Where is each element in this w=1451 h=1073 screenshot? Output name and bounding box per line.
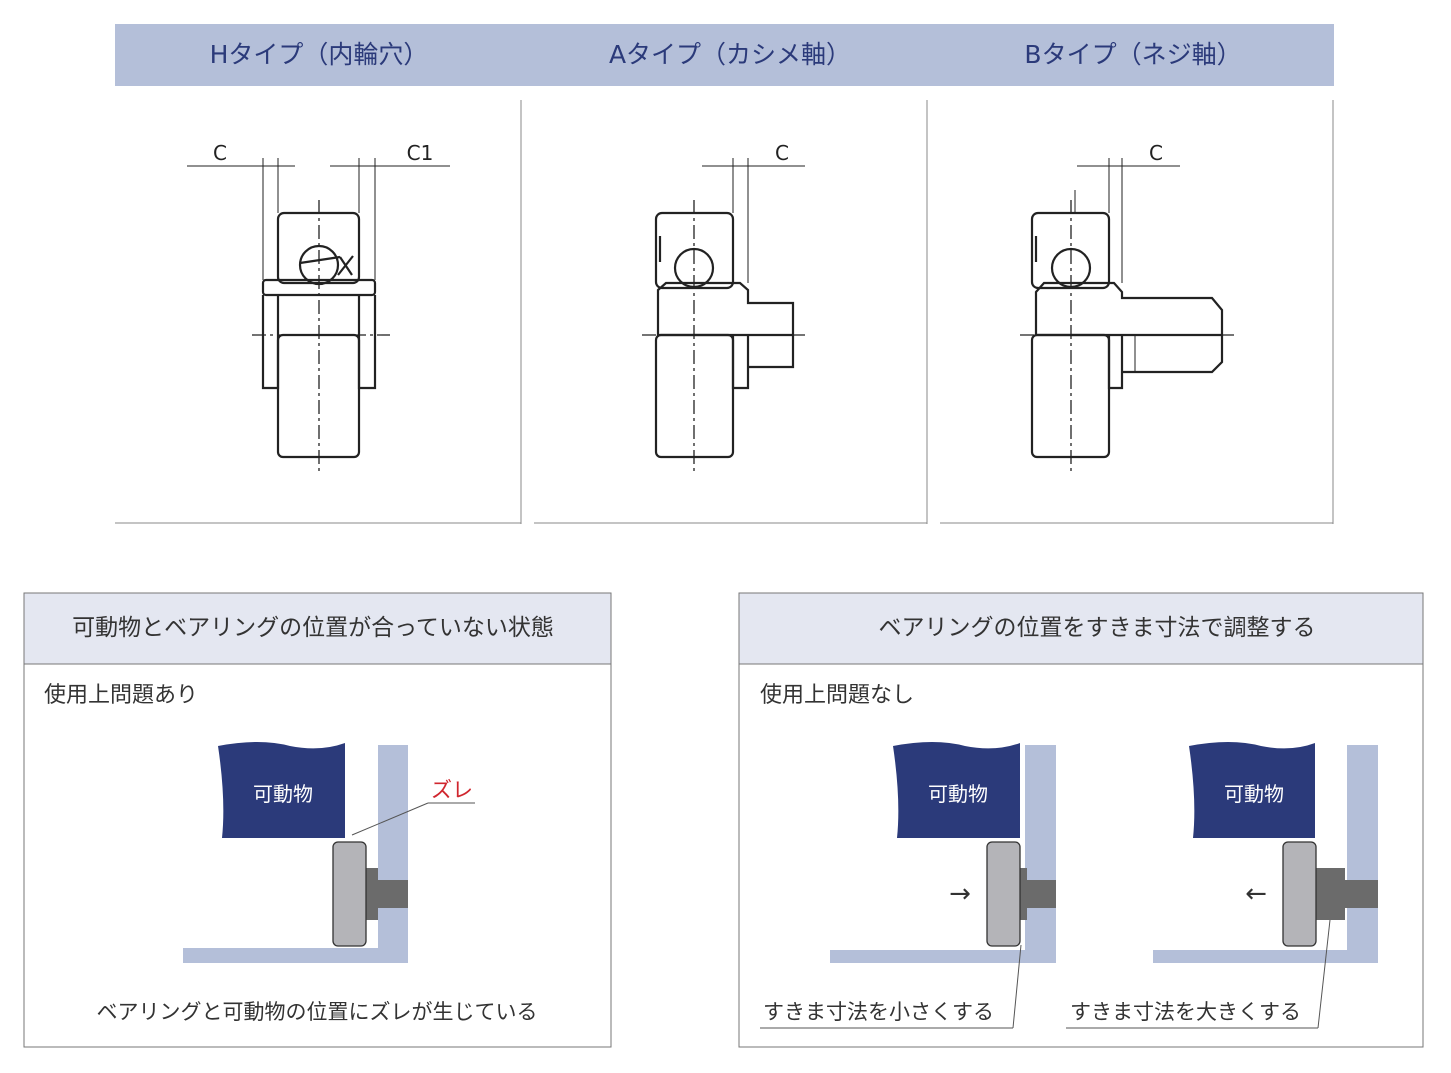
reduce-caption: すきま寸法を小さくする bbox=[763, 1000, 994, 1024]
panel-borders bbox=[115, 100, 1334, 524]
type-b-label: Bタイプ（ネジ軸） bbox=[1024, 40, 1241, 69]
dim-c-h: C bbox=[213, 141, 227, 165]
misaligned-illustration bbox=[183, 742, 475, 963]
dim-c-b: C bbox=[1149, 141, 1163, 165]
moving-body-label: 可動物 bbox=[1224, 782, 1284, 806]
misalignment-callout: ズレ bbox=[431, 778, 473, 802]
misaligned-title: 可動物とベアリングの位置が合っていない状態 bbox=[72, 615, 554, 641]
a-type-drawing bbox=[642, 158, 805, 472]
moving-body-label: 可動物 bbox=[253, 782, 313, 806]
b-type-drawing bbox=[1020, 158, 1238, 472]
arrow-right-icon: → bbox=[949, 879, 971, 909]
misaligned-subtitle: 使用上問題あり bbox=[44, 683, 198, 708]
type-h-label: Hタイプ（内輪穴） bbox=[210, 40, 429, 69]
h-type-drawing bbox=[187, 158, 450, 472]
increase-caption: すきま寸法を大きくする bbox=[1070, 1000, 1301, 1024]
adjust-box bbox=[738, 592, 1424, 1048]
adjust-subtitle: 使用上問題なし bbox=[760, 683, 914, 708]
scene-reduce-clearance bbox=[760, 742, 1056, 1029]
type-a-label: Aタイプ（カシメ軸） bbox=[609, 40, 851, 69]
dim-c1-h: C1 bbox=[407, 141, 434, 165]
misaligned-caption: ベアリングと可動物の位置にズレが生じている bbox=[97, 1000, 538, 1024]
moving-body-label: 可動物 bbox=[928, 782, 988, 806]
scene-increase-clearance bbox=[1066, 742, 1378, 1029]
arrow-left-icon: ← bbox=[1245, 879, 1267, 909]
dim-c-a: C bbox=[775, 141, 789, 165]
adjust-title: ベアリングの位置をすきま寸法で調整する bbox=[879, 615, 1316, 641]
type-header-bar bbox=[115, 24, 1334, 86]
